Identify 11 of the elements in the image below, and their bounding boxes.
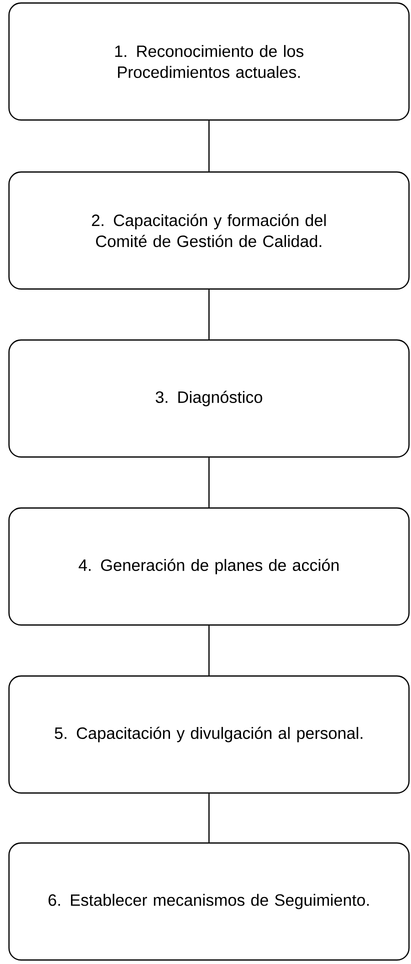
connector-line xyxy=(208,458,210,508)
process-box: 2. Capacitación y formación del Comité de Gestión de Calidad. xyxy=(8,171,410,290)
process-box: 6. Establecer mecanismos de Seguimiento. xyxy=(8,842,410,961)
connector-line xyxy=(208,120,210,172)
process-box: 1. Reconocimiento de los Procedimientos actuales. xyxy=(8,2,410,121)
connector-line xyxy=(208,626,210,676)
process-box: 5. Capacitación y divulgación al personal. xyxy=(8,675,410,794)
process-box: 3. Diagnóstico xyxy=(8,339,410,458)
process-box: 4. Generación de planes de acción xyxy=(8,507,410,626)
connector-line xyxy=(208,290,210,340)
connector-line xyxy=(208,794,210,842)
